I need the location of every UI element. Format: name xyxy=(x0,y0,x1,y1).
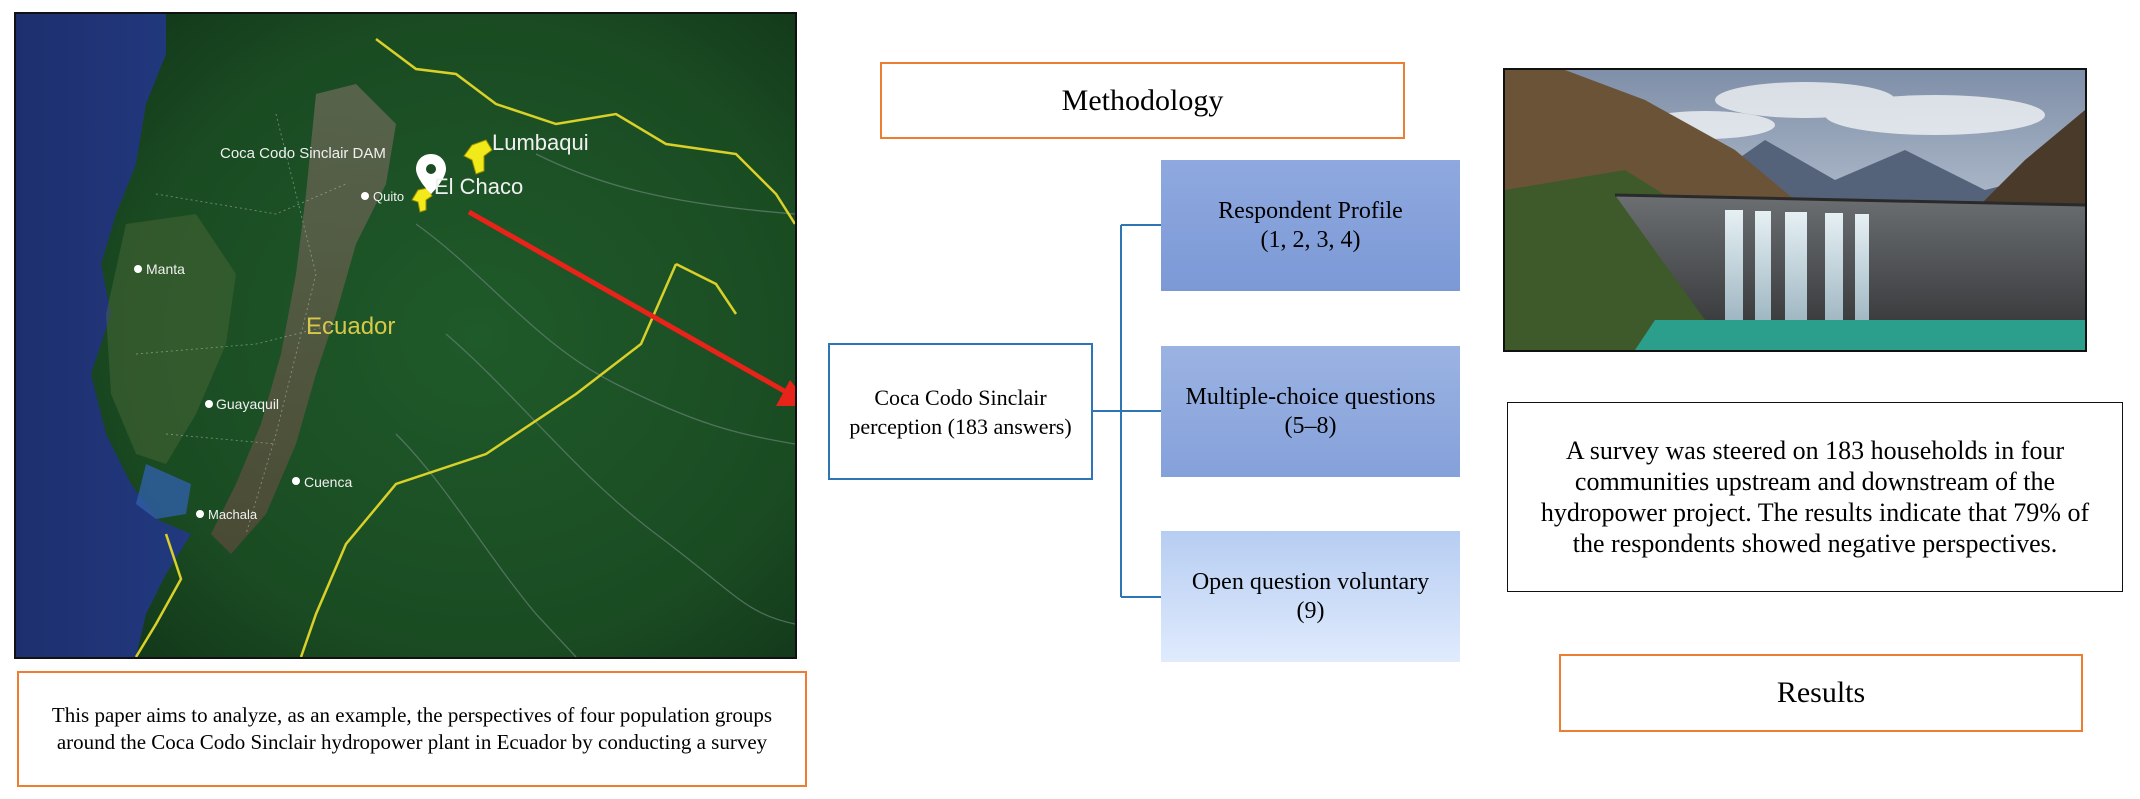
spillway-water xyxy=(1725,210,1869,324)
category-node-open-question: Open question voluntary (9) xyxy=(1161,531,1460,662)
category-title: Respondent Profile xyxy=(1218,197,1403,224)
perception-subtitle: perception (183 answers) xyxy=(849,413,1072,439)
label-manta: Manta xyxy=(146,261,185,277)
manta-dot xyxy=(134,265,142,273)
ecuador-map: Coca Codo Sinclair DAM Lumbaqui El Chaco… xyxy=(14,12,797,659)
intro-text: This paper aims to analyze, as an exampl… xyxy=(51,703,773,754)
intro-text-box: This paper aims to analyze, as an exampl… xyxy=(17,671,807,787)
category-detail: (1, 2, 3, 4) xyxy=(1260,226,1361,253)
pushpin-icons xyxy=(411,139,493,213)
coastal-plain xyxy=(106,214,236,464)
map-pin-icon xyxy=(416,154,446,194)
perception-title: Coca Codo Sinclair xyxy=(874,384,1047,410)
province-borders xyxy=(135,113,347,535)
summary-text: A survey was steered on 183 households i… xyxy=(1540,436,2090,558)
machala-dot xyxy=(196,510,204,518)
gulf xyxy=(136,464,191,519)
red-arrow xyxy=(467,209,795,406)
label-guayaquil: Guayaquil xyxy=(216,396,279,412)
results-label-box: Results xyxy=(1559,654,2083,732)
country-borders xyxy=(134,38,795,657)
label-dam: Coca Codo Sinclair DAM xyxy=(220,145,386,162)
cuenca-dot xyxy=(292,477,300,485)
rivers xyxy=(395,153,795,657)
pool xyxy=(1635,320,2085,350)
category-node-multiple-choice: Multiple-choice questions (5–8) xyxy=(1161,346,1460,477)
methodology-label-box: Methodology xyxy=(880,62,1405,139)
city-markers xyxy=(134,192,369,518)
dam-illustration xyxy=(1505,70,2085,350)
guayaquil-dot xyxy=(205,400,213,408)
perception-node: Coca Codo Sinclair perception (183 answe… xyxy=(828,343,1093,480)
clouds xyxy=(1635,82,2045,139)
category-detail: (5–8) xyxy=(1284,412,1337,439)
map-graphic: Coca Codo Sinclair DAM Lumbaqui El Chaco… xyxy=(16,14,795,657)
pushpin-lumbaqui-icon xyxy=(463,139,493,175)
label-lumbaqui: Lumbaqui xyxy=(492,130,589,155)
results-label: Results xyxy=(1776,676,1866,709)
andes-ridge xyxy=(211,84,396,554)
label-cuenca: Cuenca xyxy=(304,474,352,490)
category-node-respondent-profile: Respondent Profile (1, 2, 3, 4) xyxy=(1161,160,1460,291)
category-detail: (9) xyxy=(1296,597,1325,624)
methodology-label: Methodology xyxy=(1061,83,1224,117)
dam-photo xyxy=(1503,68,2087,352)
label-el-chaco: El Chaco xyxy=(434,174,523,199)
quito-dot xyxy=(361,192,369,200)
category-title: Multiple-choice questions xyxy=(1185,383,1436,410)
label-ecuador: Ecuador xyxy=(306,313,395,340)
label-machala: Machala xyxy=(208,507,258,522)
summary-text-box: A survey was steered on 183 households i… xyxy=(1507,402,2123,592)
label-quito: Quito xyxy=(373,189,404,204)
category-title: Open question voluntary xyxy=(1191,568,1430,595)
